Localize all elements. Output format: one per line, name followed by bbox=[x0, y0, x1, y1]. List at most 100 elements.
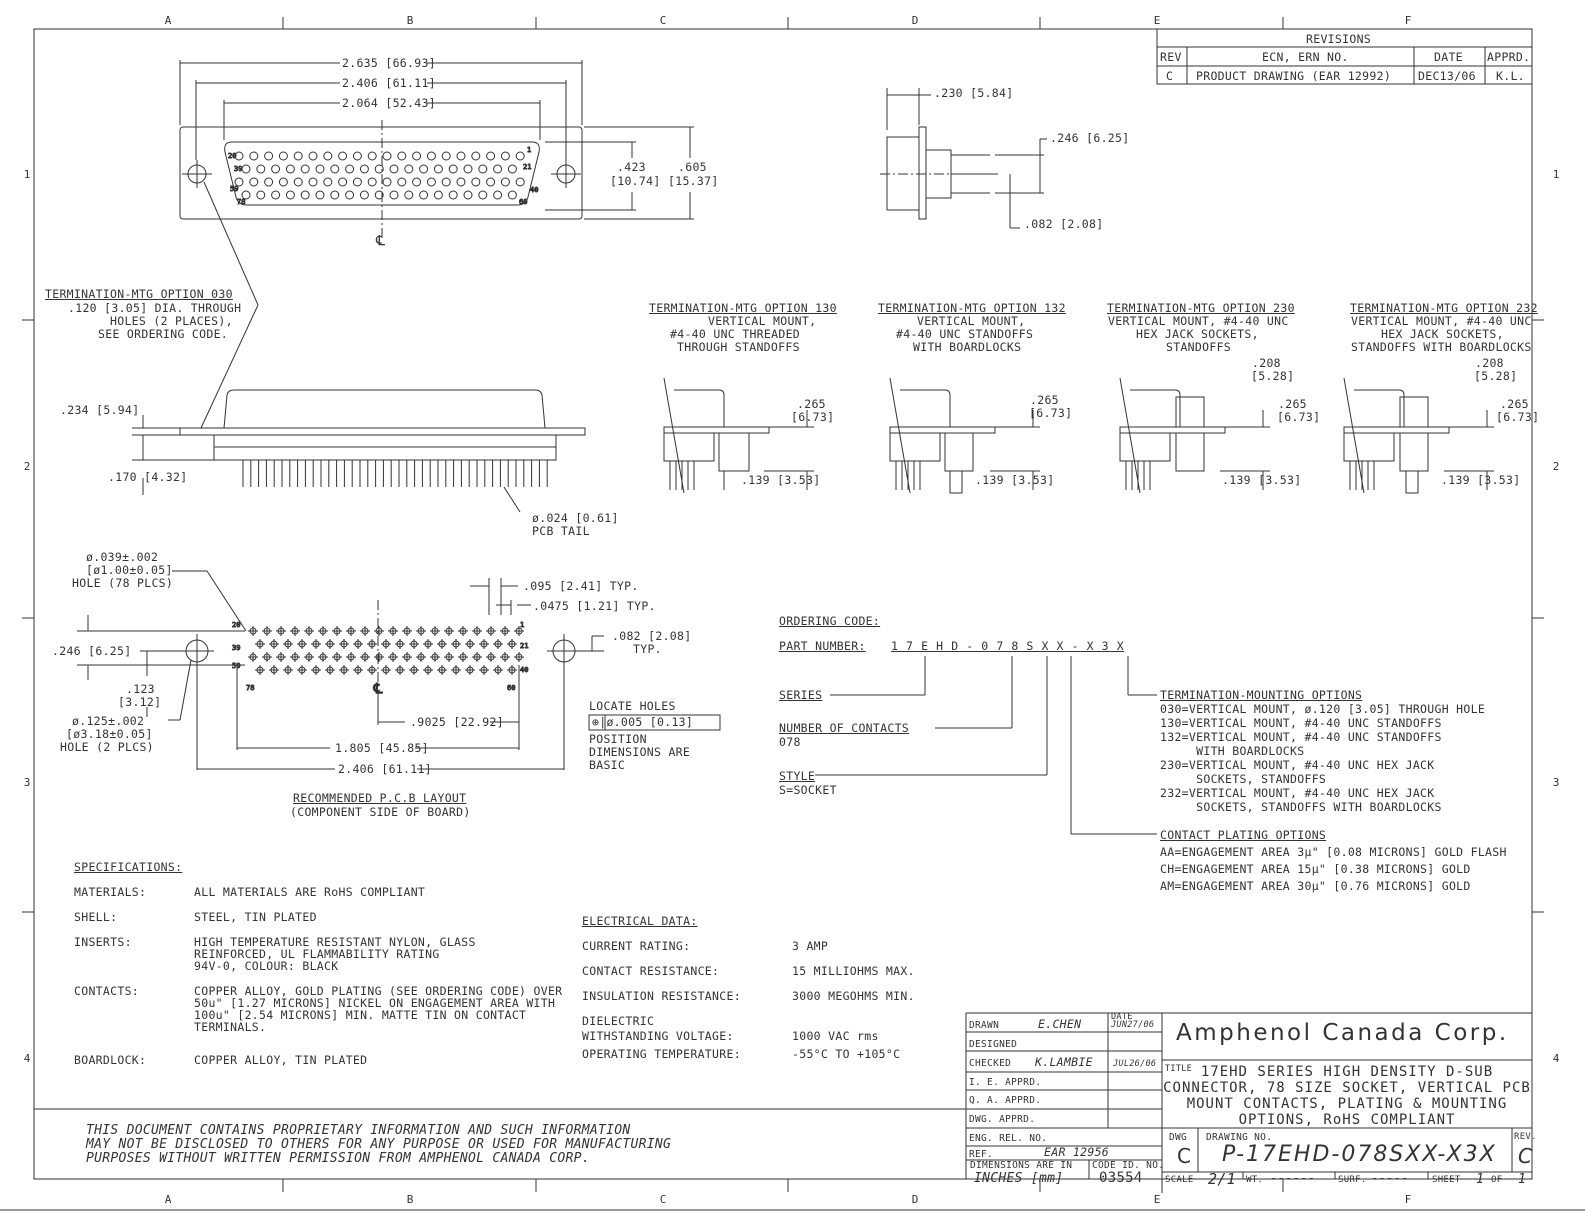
front-pin bbox=[448, 190, 458, 200]
zone-row-right-3: 3 bbox=[1553, 776, 1560, 789]
connector-shell bbox=[224, 141, 540, 206]
front-pin bbox=[507, 190, 517, 200]
front-pin bbox=[382, 177, 392, 187]
front-pin bbox=[412, 177, 422, 187]
tb-title-line: 17EHD SERIES HIGH DENSITY D-SUB bbox=[1200, 1064, 1494, 1080]
dim-hole-spacing: 2.406 [61.11] bbox=[342, 76, 436, 90]
option-030-line1: .120 [3.05] DIA. THROUGH bbox=[68, 301, 242, 315]
profile-dim-tail: .170 [4.32] bbox=[108, 470, 188, 484]
tb-dwg-size: C bbox=[1177, 1144, 1192, 1168]
pcb-dim-095: .095 [2.41] TYP. bbox=[523, 579, 639, 593]
front-pin bbox=[234, 177, 244, 187]
zone-row-left-1: 1 bbox=[24, 168, 31, 181]
pcb-locate-title: LOCATE HOLES bbox=[589, 699, 676, 713]
pcb-dim-9025: .9025 [22.92] bbox=[410, 715, 504, 729]
tb-title-line: OPTIONS, RoHS COMPLIANT bbox=[1238, 1112, 1456, 1128]
electrical-key: INSULATION RESISTANCE: bbox=[582, 989, 741, 1003]
pcb-locate-line4: DIMENSIONS ARE bbox=[589, 745, 691, 759]
front-pin bbox=[389, 164, 399, 174]
plating-option-line: AA=ENGAGEMENT AREA 3μ" [0.08 MICRONS] GO… bbox=[1160, 845, 1507, 859]
front-pin bbox=[500, 177, 510, 187]
pcb-pin-label: 78 bbox=[246, 684, 254, 692]
front-pin bbox=[478, 164, 488, 174]
dim-overall-width: 2.635 [66.93] bbox=[342, 56, 436, 70]
ordering-plating-title: CONTACT PLATING OPTIONS bbox=[1160, 828, 1327, 842]
front-pin bbox=[493, 164, 503, 174]
spec-value: COPPER ALLOY, GOLD PLATING (SEE ORDERING… bbox=[194, 984, 563, 998]
option-232-dim-b-mm: [6.73] bbox=[1496, 410, 1540, 424]
front-pin bbox=[285, 190, 295, 200]
electrical-title: ELECTRICAL DATA: bbox=[582, 914, 698, 928]
front-pin bbox=[463, 164, 473, 174]
front-pin bbox=[493, 190, 503, 200]
option-030-line2: HOLES (2 PLACES), bbox=[110, 314, 233, 328]
option-230-dim-b-mm: [6.73] bbox=[1277, 410, 1321, 424]
pcb-locate-line3: POSITION bbox=[589, 732, 647, 746]
electrical-key: CONTACT RESISTANCE: bbox=[582, 964, 720, 978]
front-pin bbox=[249, 151, 259, 161]
option-132-line1: VERTICAL MOUNT, bbox=[917, 314, 1026, 328]
term-option-line: 230=VERTICAL MOUNT, #4-40 UNC HEX JACK bbox=[1160, 758, 1435, 772]
front-pin bbox=[433, 190, 443, 200]
zone-col-top-D: D bbox=[912, 14, 919, 27]
plating-option-line: CH=ENGAGEMENT AREA 15μ" [0.38 MICRONS] G… bbox=[1160, 862, 1471, 876]
rev-row-ecn: PRODUCT DRAWING (EAR 12992) bbox=[1196, 69, 1392, 83]
zone-col-bottom-E: E bbox=[1154, 1193, 1161, 1206]
profile-tail-label: PCB TAIL bbox=[532, 524, 590, 538]
pcb-mount-hole-dia-mm: [ø3.18±0.05] bbox=[66, 727, 153, 741]
front-pin-label: 78 bbox=[237, 198, 245, 206]
option-profile-130 bbox=[663, 377, 814, 494]
term-option-line: 030=VERTICAL MOUNT, ø.120 [3.05] THROUGH… bbox=[1160, 702, 1486, 716]
profile-shell-edge bbox=[1354, 389, 1405, 427]
front-pin bbox=[397, 151, 407, 161]
option-230-line1: VERTICAL MOUNT, #4-40 UNC bbox=[1108, 314, 1289, 328]
tb-ie-label: I. E. APPRD. bbox=[969, 1077, 1042, 1088]
pcb-dim-082: .082 [2.08] bbox=[612, 629, 692, 643]
term-option-line: 130=VERTICAL MOUNT, #4-40 UNC STANDOFFS bbox=[1160, 716, 1442, 730]
ordering-part-number: 1 7 E H D - 0 7 8 S X X - X 3 X bbox=[891, 639, 1125, 653]
standoff bbox=[718, 432, 750, 472]
spec-value: STEEL, TIN PLATED bbox=[194, 910, 317, 924]
front-pin bbox=[338, 177, 348, 187]
front-pin bbox=[441, 151, 451, 161]
tb-dims-unit: INCHES [mm] bbox=[974, 1171, 1064, 1186]
profile-shell-edge bbox=[674, 389, 725, 427]
pcb-locate-tolerance: ⊕|ø.005 [0.13] bbox=[592, 715, 694, 729]
pcb-pin-label: 39 bbox=[232, 644, 240, 652]
pcb-pin-label: 1 bbox=[520, 621, 524, 629]
option-232-dim-a-mm: [5.28] bbox=[1474, 369, 1518, 383]
front-pin bbox=[507, 164, 517, 174]
option-132-dim-b: .139 [3.53] bbox=[975, 473, 1055, 487]
front-pin bbox=[293, 151, 303, 161]
zone-row-right-2: 2 bbox=[1553, 460, 1560, 473]
front-pin bbox=[285, 164, 295, 174]
electrical-key: DIELECTRIC bbox=[582, 1014, 655, 1028]
front-pin bbox=[293, 177, 303, 187]
profile-insert bbox=[889, 432, 941, 462]
pcb-centerline-symbol: ℄ bbox=[373, 681, 383, 697]
pcb-mount-hole-count: HOLE (2 PLCS) bbox=[60, 740, 154, 754]
tb-dwg-no-label: DRAWING NO. bbox=[1206, 1132, 1273, 1143]
option-232-dim-b: .265 bbox=[1500, 397, 1529, 411]
profile-dim-flange: .234 [5.94] bbox=[60, 403, 140, 417]
front-pin bbox=[419, 190, 429, 200]
zone-col-top-A: A bbox=[165, 14, 172, 27]
front-pin bbox=[456, 151, 466, 161]
term-option-line: 132=VERTICAL MOUNT, #4-40 UNC STANDOFFS bbox=[1160, 730, 1442, 744]
front-pin-label: 40 bbox=[530, 186, 538, 194]
electrical-key: CURRENT RATING: bbox=[582, 939, 691, 953]
front-pin bbox=[382, 151, 392, 161]
front-pin bbox=[404, 190, 414, 200]
front-pin bbox=[264, 177, 274, 187]
electrical-key: WITHSTANDING VOLTAGE: bbox=[582, 1029, 734, 1043]
spec-key: CONTACTS: bbox=[74, 984, 140, 998]
front-pin bbox=[271, 190, 281, 200]
pcb-dim-1805: 1.805 [45.85] bbox=[335, 741, 429, 755]
spec-value: ALL MATERIALS ARE RoHS COMPLIANT bbox=[194, 885, 426, 899]
specs-title: SPECIFICATIONS: bbox=[74, 860, 183, 874]
front-pin bbox=[412, 151, 422, 161]
tb-rev: C bbox=[1518, 1144, 1533, 1168]
option-130-dim-a-mm: [6.73] bbox=[791, 410, 835, 424]
